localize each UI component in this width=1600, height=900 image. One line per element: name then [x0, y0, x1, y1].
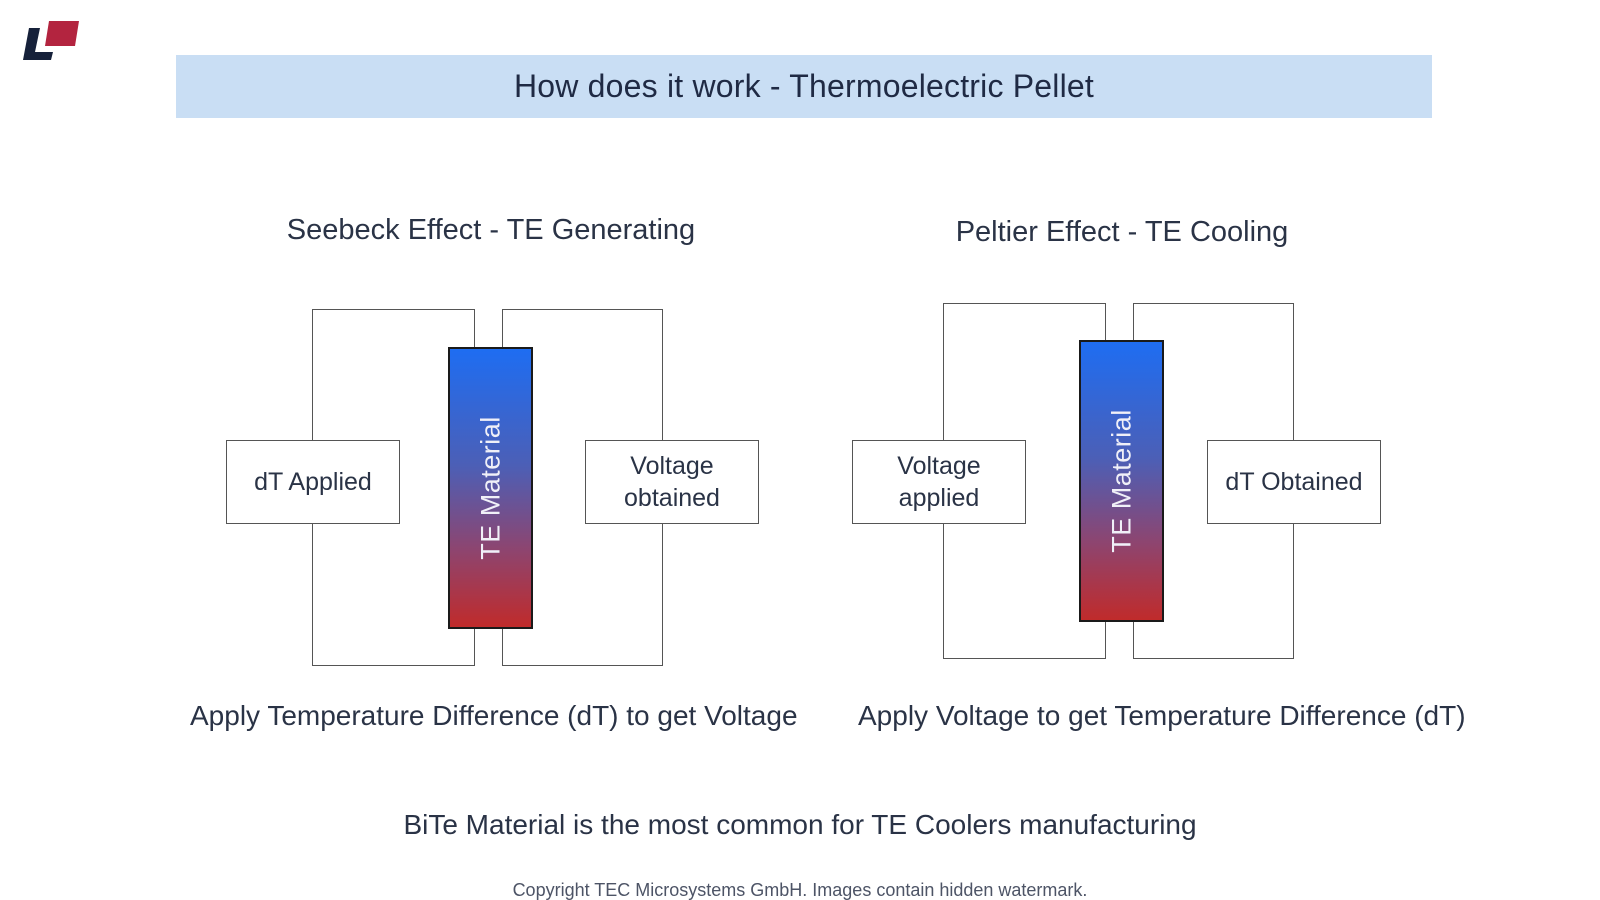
seebeck-caption: Apply Temperature Difference (dT) to get…	[190, 700, 798, 731]
seebeck-output-box: Voltage obtained	[585, 440, 759, 524]
peltier-input-line1: Voltage	[897, 452, 981, 480]
seebeck-input-box: dT Applied	[226, 440, 400, 524]
title-bar: How does it work - Thermoelectric Pellet	[176, 55, 1432, 118]
seebeck-pellet-label: TE Material	[475, 416, 505, 560]
peltier-te-pellet: TE Material	[1079, 340, 1164, 622]
seebeck-title: Seebeck Effect - TE Generating	[286, 214, 696, 246]
seebeck-input-label: dT Applied	[254, 468, 372, 496]
page-title: How does it work - Thermoelectric Pellet	[513, 68, 1095, 104]
material-note: BiTe Material is the most common for TE …	[403, 809, 1197, 840]
copyright-text: Copyright TEC Microsystems GmbH. Images …	[512, 880, 1088, 900]
peltier-input-box: Voltage applied	[852, 440, 1026, 524]
peltier-input-line2: applied	[898, 484, 980, 512]
peltier-caption: Apply Voltage to get Temperature Differe…	[858, 700, 1466, 731]
peltier-pellet-label: TE Material	[1106, 409, 1136, 553]
peltier-title: Peltier Effect - TE Cooling	[955, 216, 1289, 248]
seebeck-output-line1: Voltage	[630, 452, 714, 480]
company-logo-icon	[23, 21, 79, 60]
seebeck-output-line2: obtained	[624, 484, 720, 512]
peltier-output-label: dT Obtained	[1225, 468, 1363, 496]
seebeck-te-pellet: TE Material	[448, 347, 533, 629]
peltier-output-box: dT Obtained	[1207, 440, 1381, 524]
